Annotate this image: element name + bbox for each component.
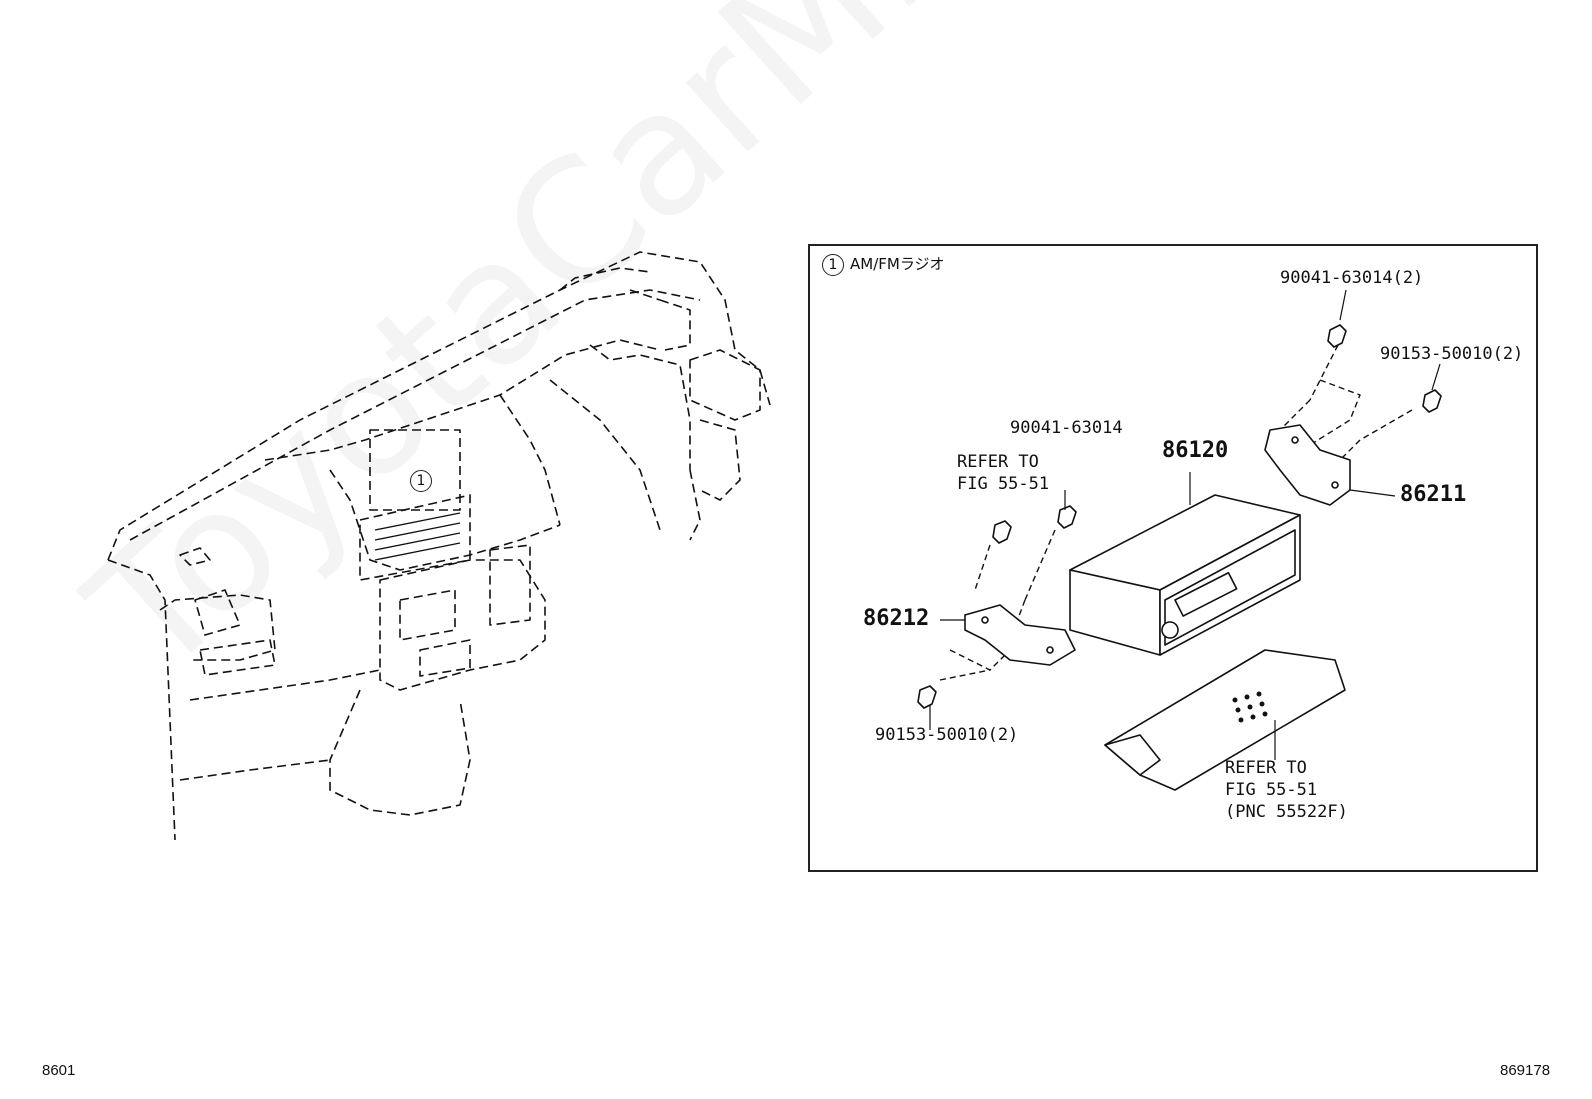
part-label-90153-50010-x2-bottom: 90153-50010(2) xyxy=(875,725,1019,745)
refer-to-pocket-line2: FIG 55-51 xyxy=(1225,780,1318,800)
refer-to-pocket-line1: REFER TO xyxy=(1225,758,1307,778)
refer-to-line1: REFER TO xyxy=(957,452,1039,472)
part-label-86211: 86211 xyxy=(1400,482,1467,507)
part-label-90153-50010-x2-top: 90153-50010(2) xyxy=(1380,344,1524,364)
panel-ref-marker: 1 xyxy=(822,254,844,276)
part-label-90041-63014: 90041-63014 xyxy=(1010,418,1123,438)
refer-to-pocket-line3: (PNC 55522F) xyxy=(1225,802,1348,822)
part-label-86212: 86212 xyxy=(863,606,930,631)
dashboard-ref-marker: 1 xyxy=(410,470,432,492)
part-label-90041-63014-x2: 90041-63014(2) xyxy=(1280,268,1424,288)
part-label-86120: 86120 xyxy=(1162,438,1229,463)
refer-to-line2: FIG 55-51 xyxy=(957,474,1050,494)
detail-panel xyxy=(808,244,1538,872)
footer-left-code: 8601 xyxy=(42,1062,76,1079)
footer-right-code: 869178 xyxy=(1500,1062,1551,1079)
panel-title: AM/FMラジオ xyxy=(850,255,945,273)
